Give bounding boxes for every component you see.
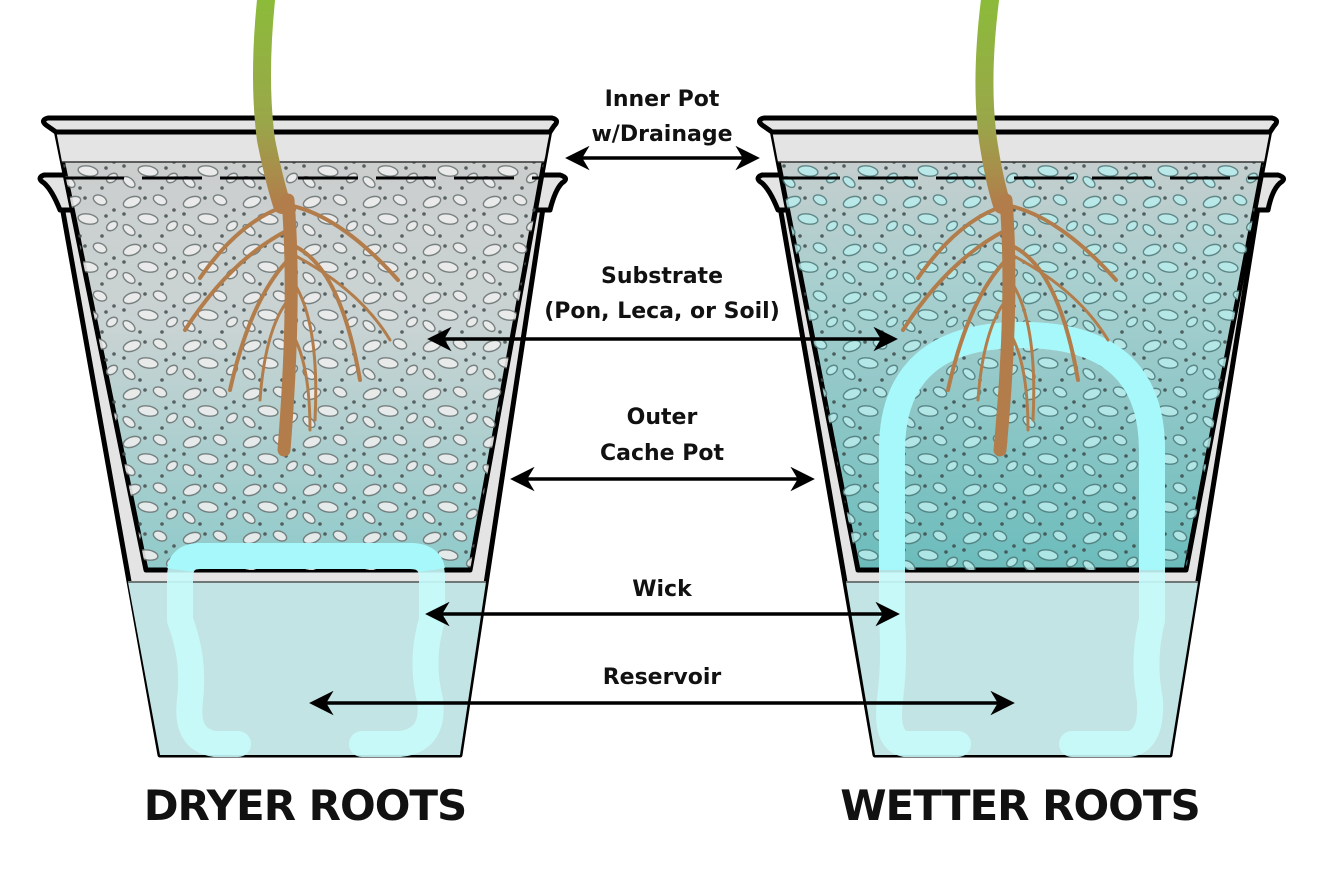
caption-wetter-roots: WETTER ROOTS bbox=[840, 781, 1200, 830]
pot-right bbox=[755, 0, 1286, 758]
roots-left bbox=[183, 193, 400, 457]
label-outer-pot-line2: Cache Pot bbox=[600, 441, 725, 466]
plant-stem-left bbox=[253, 0, 291, 214]
callout-arrows bbox=[309, 145, 1015, 716]
label-inner-pot-line1: Inner Pot bbox=[605, 87, 720, 112]
label-substrate-line2: (Pon, Leca, or Soil) bbox=[544, 299, 780, 324]
inner-rim-right bbox=[756, 115, 1280, 135]
plant-stem-right bbox=[975, 0, 1011, 214]
label-substrate-line1: Substrate bbox=[601, 264, 723, 289]
label-wick: Wick bbox=[632, 577, 693, 602]
caption-dryer-roots: DRYER ROOTS bbox=[144, 781, 467, 830]
label-inner-pot-line2: w/Drainage bbox=[591, 122, 732, 147]
pot-left bbox=[37, 0, 568, 758]
inner-rim-left bbox=[40, 115, 560, 135]
label-outer-pot-line1: Outer bbox=[627, 405, 698, 430]
label-reservoir: Reservoir bbox=[603, 665, 722, 690]
roots-right bbox=[901, 193, 1118, 457]
